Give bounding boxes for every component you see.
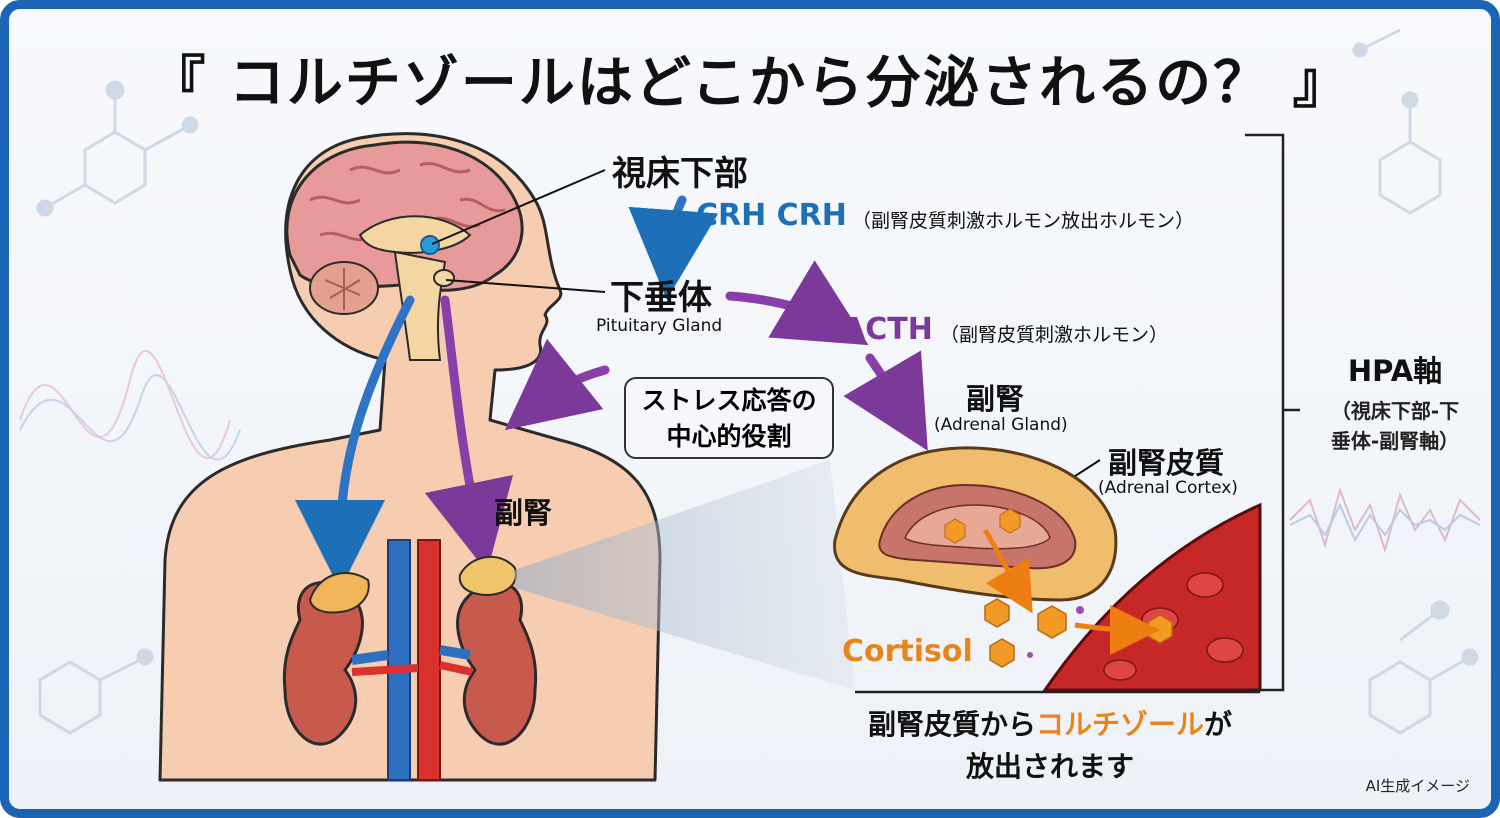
adrenal-body-label: 副腎 bbox=[494, 496, 553, 530]
cortisol-arrows bbox=[982, 528, 1160, 655]
kidneys-and-vessels bbox=[282, 539, 538, 781]
pituitary-label: 下垂体 bbox=[610, 278, 712, 318]
cortisol-label: Cortisol bbox=[842, 634, 973, 669]
acth-description: （副腎皮質刺激ホルモン） bbox=[940, 324, 1169, 346]
body-arrows bbox=[295, 195, 928, 590]
adrenal-cortex-label: 副腎皮質 bbox=[1108, 446, 1225, 480]
hpa-axis-description: （視床下部-下 垂体-副腎軸） bbox=[1300, 396, 1490, 456]
caption-part1: 副腎皮質から bbox=[867, 708, 1036, 741]
hpa-axis-title: HPA軸 bbox=[1300, 348, 1490, 390]
hpa-axis-line2: 垂体-副腎軸） bbox=[1330, 429, 1460, 453]
stress-role-line2: 中心的役割 bbox=[666, 422, 792, 451]
pituitary-english-label: Pituitary Gland bbox=[596, 316, 723, 336]
adrenal-label: 副腎 bbox=[966, 382, 1025, 416]
hypothalamus-label: 視床下部 bbox=[612, 154, 748, 194]
crh-label: CRH CRH bbox=[696, 198, 847, 233]
zoom-cone bbox=[515, 460, 855, 690]
ai-generated-credit: AI生成イメージ bbox=[1365, 777, 1470, 795]
adrenal-english-label: (Adrenal Gland) bbox=[934, 415, 1068, 435]
caption-line2: 放出されます bbox=[965, 750, 1134, 783]
background-waves bbox=[19, 350, 1481, 554]
adrenal-cross-section bbox=[833, 446, 1118, 602]
hpa-bracket bbox=[1245, 133, 1300, 692]
bottom-caption: 副腎皮質からコルチゾールが 放出されます bbox=[800, 704, 1300, 788]
caption-part2: が bbox=[1204, 708, 1233, 741]
page-title: 『 コルチゾールはどこから分泌されるの？ 』 bbox=[149, 51, 1351, 116]
caption-highlight: コルチゾール bbox=[1035, 708, 1204, 741]
hpa-axis-heading: HPA軸 bbox=[1347, 354, 1443, 388]
adrenal-cortex-english-label: (Adrenal Cortex) bbox=[1098, 478, 1238, 498]
crh-description: （副腎皮質刺激ホルモン放出ホルモン） bbox=[852, 210, 1195, 232]
brain bbox=[285, 140, 524, 361]
stress-role-box: ストレス応答の 中心的役割 bbox=[624, 377, 834, 459]
background-molecules bbox=[36, 28, 1479, 735]
blood-vessel bbox=[1042, 502, 1262, 692]
caption-line1: 副腎皮質からコルチゾールが bbox=[800, 704, 1300, 746]
stress-role-line1: ストレス応答の bbox=[641, 386, 817, 415]
acth-label: ACTH bbox=[842, 312, 933, 347]
hpa-axis-line1: （視床下部-下 bbox=[1330, 399, 1460, 423]
